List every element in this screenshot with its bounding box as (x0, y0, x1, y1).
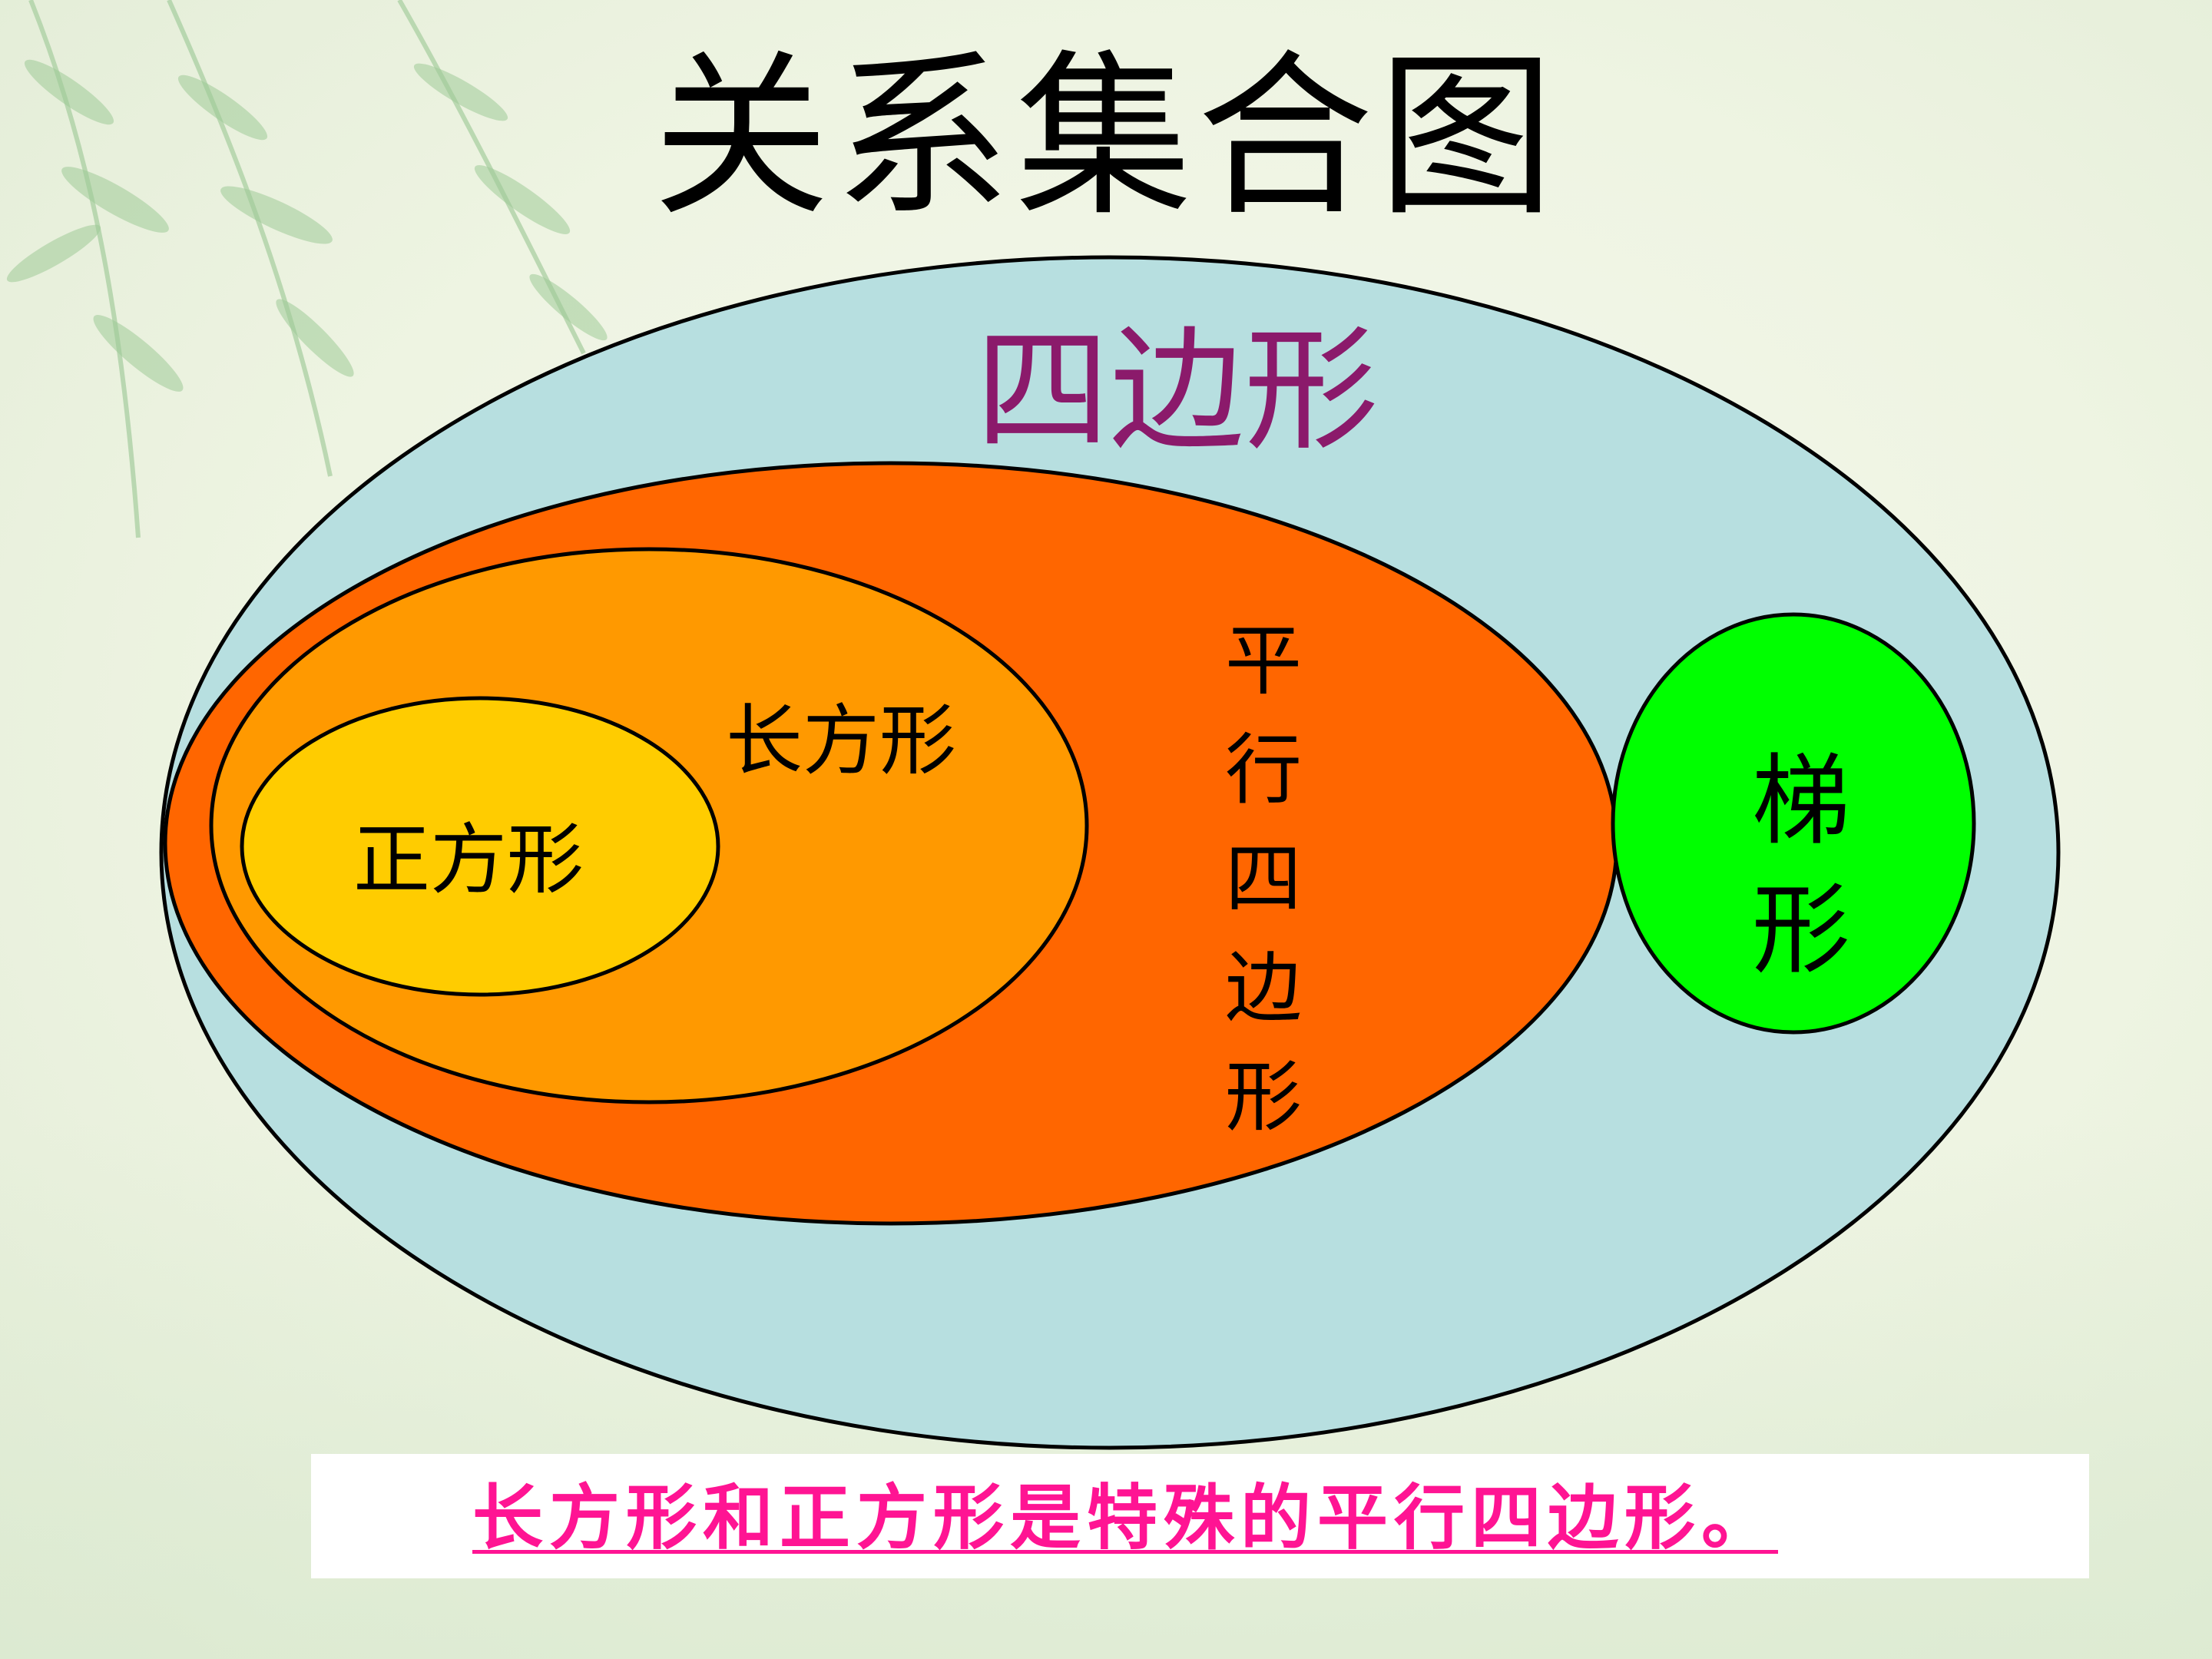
square-set (240, 696, 720, 997)
square-label: 正方形 (353, 815, 584, 905)
trapezoid-label: 梯形 (1751, 744, 1850, 988)
rectangle-label: 长方形 (726, 696, 956, 786)
parallelogram-label: 平行四边形 (1225, 616, 1302, 1142)
conclusion-box: 长方形和正方形是特殊的平行四边形。 (311, 1454, 2089, 1578)
page-title: 关系集合图 (652, 35, 1559, 240)
trapezoid-set (1611, 612, 1976, 1035)
quadrilateral-label: 四边形 (975, 313, 1379, 469)
conclusion-text: 长方形和正方形是特殊的平行四边形。 (472, 1476, 1779, 1559)
